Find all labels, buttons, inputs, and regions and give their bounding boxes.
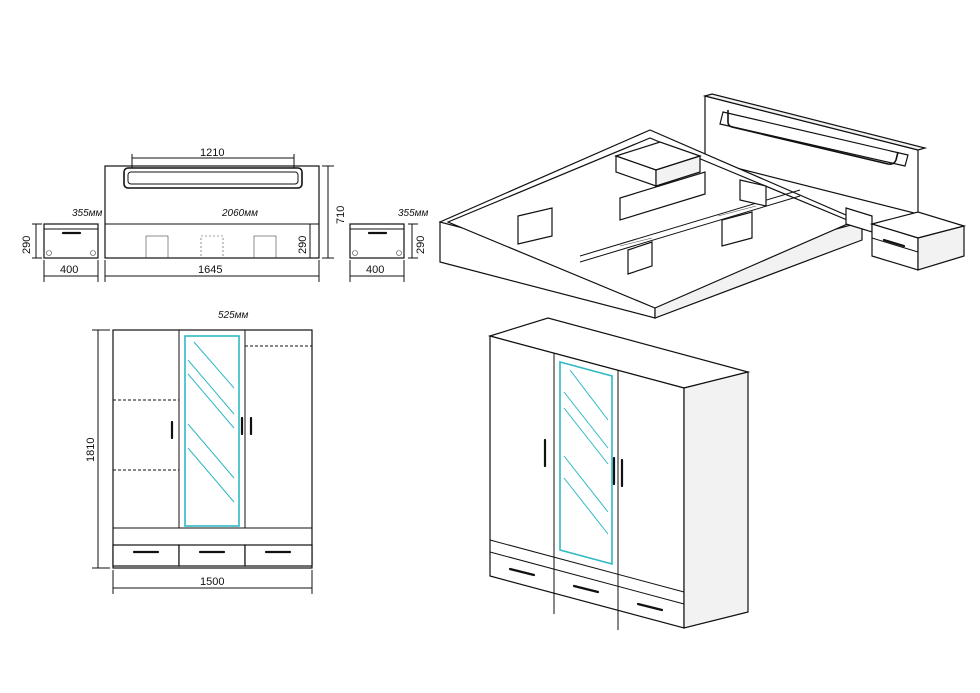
wardrobe-depth-label: 525мм xyxy=(218,310,249,321)
nightstand-right-depth-label: 355мм xyxy=(398,208,429,219)
nightstand-left-height-label: 290 xyxy=(21,236,33,254)
mirror-reflection-lines xyxy=(187,341,235,503)
bed-headboard-width-label: 1210 xyxy=(200,147,224,159)
wardrobe-front-view: 525мм 1500 1810 xyxy=(85,310,313,594)
nightstand-left-depth-label: 355мм xyxy=(72,208,103,219)
nightstand-left-front: 355мм 400 290 xyxy=(21,208,103,282)
bed-height-label: 710 xyxy=(335,206,347,224)
bed-slats xyxy=(517,171,873,275)
bed-front-view: 1210 2060мм 1645 710 290 xyxy=(104,147,347,282)
bed-length-label: 2060мм xyxy=(221,208,258,219)
bed-isometric xyxy=(438,93,967,319)
wardrobe-isometric xyxy=(487,317,751,630)
wardrobe-width-label: 1500 xyxy=(200,576,224,588)
nightstand-left-width-label: 400 xyxy=(60,264,78,276)
bed-width-label: 1645 xyxy=(198,264,222,276)
nightstand-right-width-label: 400 xyxy=(366,264,384,276)
wardrobe-height-label: 1810 xyxy=(85,438,97,462)
mirror-iso-reflection-lines xyxy=(563,369,609,535)
nightstand-right-front: 355мм 400 290 xyxy=(349,208,429,282)
bed-side-height-label: 290 xyxy=(297,236,309,254)
nightstand-right-height-label: 290 xyxy=(415,236,427,254)
